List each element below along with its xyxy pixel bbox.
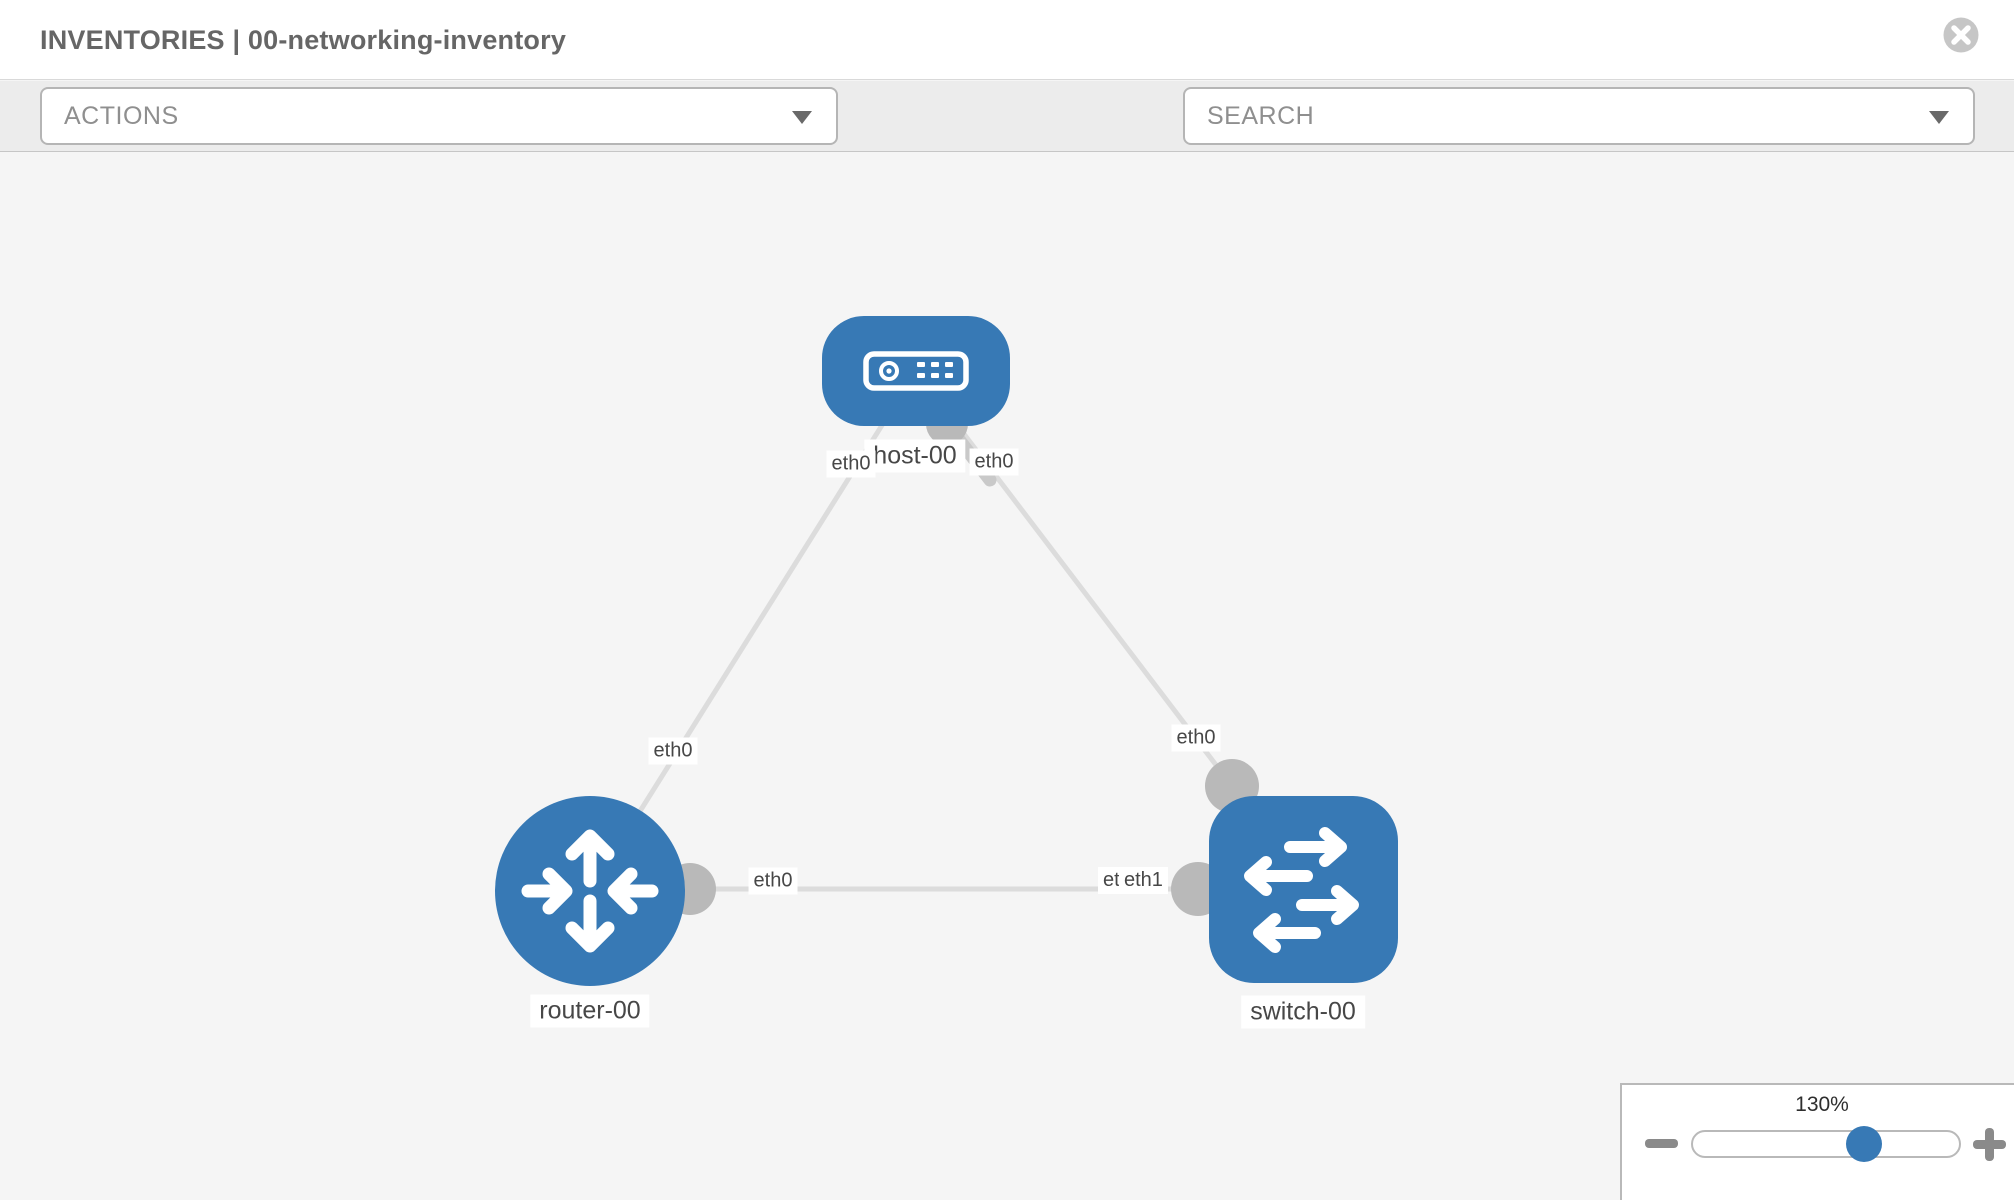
interface-label: eth1 <box>1119 867 1168 894</box>
link-host-switch <box>914 369 1234 788</box>
search-dropdown[interactable]: SEARCH <box>1183 87 1975 145</box>
chevron-down-icon <box>792 111 812 124</box>
node-label-router: router-00 <box>530 994 650 1028</box>
switch-arrows-icon <box>1244 827 1359 953</box>
toolbar: ACTIONS SEARCH <box>0 81 2014 214</box>
node-host[interactable] <box>822 316 1010 426</box>
close-icon[interactable] <box>1942 16 1980 54</box>
node-router[interactable] <box>495 796 685 986</box>
interface-label: eth0 <box>826 450 876 478</box>
interface-label: eth0 <box>748 867 798 895</box>
interface-label: eth0 <box>648 737 698 765</box>
zoom-slider-thumb[interactable] <box>1846 1126 1882 1162</box>
node-label-switch: switch-00 <box>1241 995 1365 1029</box>
interface-label: eth0 <box>969 448 1019 476</box>
node-switch[interactable] <box>1209 796 1398 983</box>
panel-header: INVENTORIES | 00-networking-inventory <box>0 0 2014 80</box>
zoom-in-button[interactable] <box>1967 1123 2011 1167</box>
page-title: INVENTORIES | 00-networking-inventory <box>40 25 567 55</box>
zoom-percentage: 130% <box>1795 1093 1849 1116</box>
topology-canvas[interactable]: host-00 router-00 switch-00 eth0 eth0 et… <box>0 152 2014 1200</box>
interface-label: eth0 <box>1171 724 1221 752</box>
zoom-out-icon[interactable] <box>1645 1139 1678 1148</box>
actions-dropdown[interactable]: ACTIONS <box>40 87 838 145</box>
router-arrows-icon <box>521 829 659 953</box>
zoom-slider-track[interactable] <box>1691 1130 1961 1158</box>
node-label-host: host-00 <box>864 439 966 473</box>
actions-dropdown-label: ACTIONS <box>64 102 179 130</box>
zoom-panel: 130% <box>1620 1083 2014 1200</box>
server-icon <box>863 351 969 391</box>
chevron-down-icon <box>1929 111 1949 124</box>
search-dropdown-label: SEARCH <box>1207 102 1315 130</box>
link-endpoints <box>664 403 1259 916</box>
zoom-in-icon <box>1985 1128 1994 1161</box>
